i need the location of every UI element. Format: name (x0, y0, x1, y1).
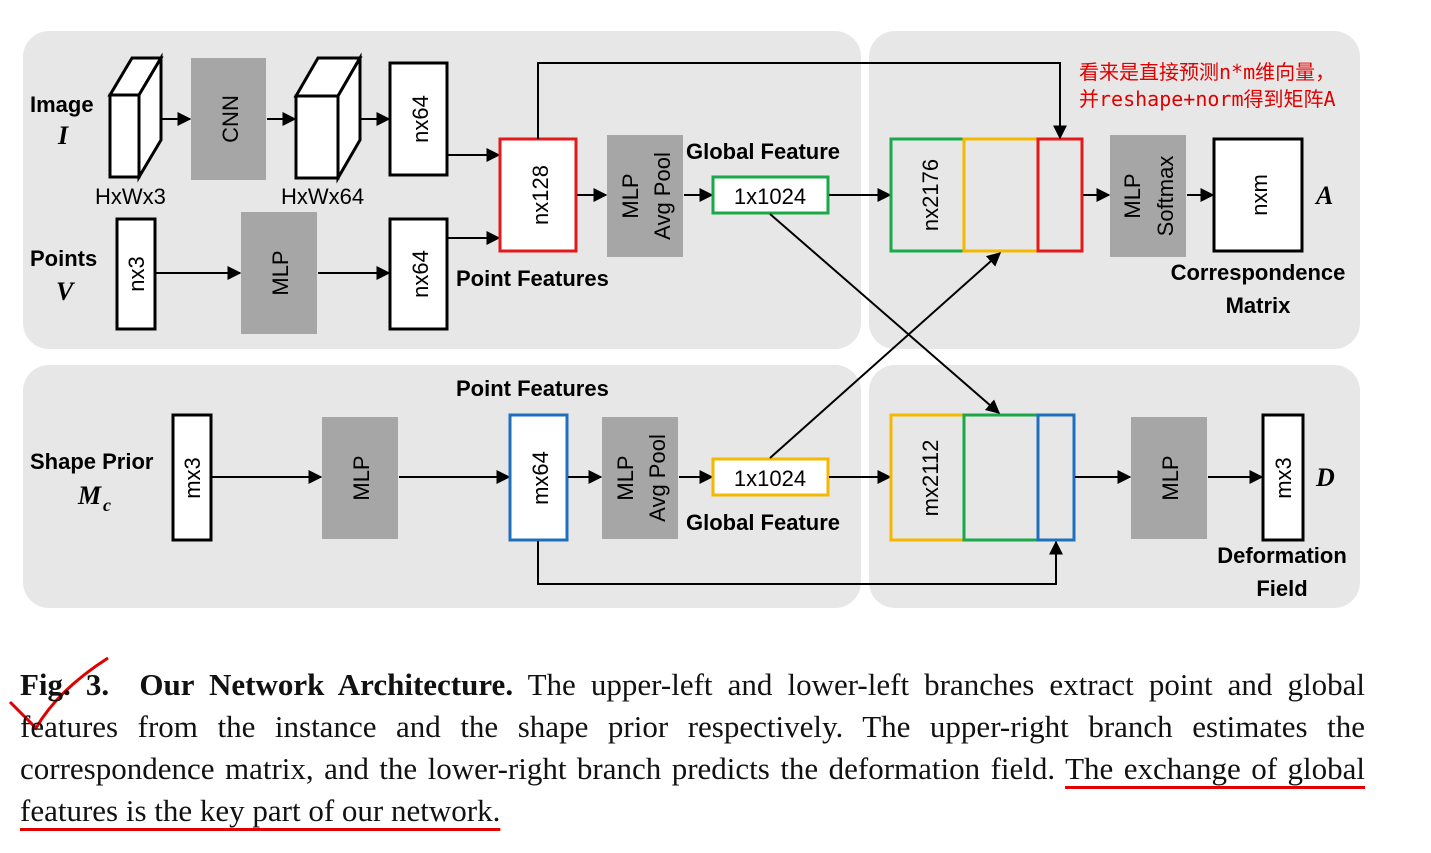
global-exchange-up-arrow (769, 252, 1002, 459)
checkmark-icon (8, 656, 109, 731)
global-feature-top-dim: 1x1024 (734, 184, 806, 209)
output-d-symbol: D (1315, 463, 1335, 492)
mx3-prior-label: mx3 (180, 457, 205, 499)
global-feature-bottom-label: Global Feature (686, 510, 840, 535)
points-input-label: Points (30, 246, 97, 271)
caption-fig-label: Fig. 3. (20, 667, 110, 702)
nx64-points-box (388, 217, 449, 331)
architecture-diagram: Image I HxWx3 CNN HxWx64 nx64 Points V n… (23, 31, 1360, 608)
nx2176-label: nx2176 (918, 159, 943, 231)
top-mlp-avgpool-module (607, 135, 683, 257)
mx3-output-box (1261, 413, 1305, 542)
bottom-mlp-avgpool-module (602, 417, 678, 539)
annotation-line2: 并reshape+norm得到矩阵A (1079, 87, 1336, 111)
nx3-points-label: nx3 (124, 256, 149, 291)
deformation-label-line2: Field (1256, 576, 1307, 601)
hxwx64-label: HxWx64 (281, 184, 364, 209)
hxwx3-label: HxWx3 (95, 184, 166, 209)
cnn-label: CNN (218, 95, 243, 143)
top-avgpool-label: Avg Pool (650, 152, 675, 240)
feature-map-3d (293, 52, 363, 184)
mx3-output-label: mx3 (1271, 457, 1296, 499)
prior-mlp-label: MLP (349, 455, 374, 500)
image-input-symbol: I (57, 121, 69, 150)
points-input-symbol: V (56, 277, 76, 306)
nx2176-red-segment (1036, 137, 1084, 253)
nx128-label: nx128 (528, 165, 553, 225)
mx3-prior-box (171, 413, 213, 542)
points-mlp-label: MLP (268, 250, 293, 295)
shape-prior-subscript: c (103, 495, 111, 515)
nx128-skip-connection (537, 62, 1067, 140)
figure-caption: Fig. 3. Our Network Architecture. The up… (20, 664, 1365, 832)
image-tensor-3d (107, 52, 164, 183)
mx64-skip-connection (537, 540, 1063, 585)
points-mlp-module (241, 212, 317, 334)
nx3-points-box (115, 217, 157, 331)
output-a-symbol: A (1314, 181, 1333, 210)
caption-body: The upper-left and lower-left branches e… (20, 667, 1366, 786)
mx64-blue-box (508, 413, 569, 542)
correspondence-label-line2: Matrix (1226, 293, 1292, 318)
global-feature-top-box (711, 175, 830, 215)
corr-mlp-label: MLP (1120, 173, 1145, 218)
global-feature-bottom-box (711, 457, 830, 497)
deformation-label-line1: Deformation (1217, 543, 1347, 568)
softmax-label: Softmax (1153, 156, 1178, 237)
mx2112-yellow-segment (889, 413, 966, 542)
mx2112-green-segment (962, 413, 1040, 542)
corr-mlp-softmax-module (1110, 135, 1186, 257)
point-features-bottom-label: Point Features (456, 376, 609, 401)
top-mlp-label: MLP (618, 173, 643, 218)
nx2176-yellow-segment (962, 137, 1040, 253)
prior-mlp-module (322, 417, 398, 539)
global-exchange-down-arrow (769, 213, 1001, 414)
deform-mlp-module (1131, 417, 1207, 539)
global-feature-bottom-dim: 1x1024 (734, 466, 806, 491)
caption-title: Our Network Architecture. (139, 667, 514, 702)
deform-mlp-label: MLP (1158, 455, 1183, 500)
nx128-red-box (498, 137, 578, 253)
nx64-image-box (388, 61, 449, 177)
mx2112-blue-segment (1036, 413, 1076, 542)
mx2112-label: mx2112 (918, 440, 943, 517)
shape-prior-symbol: M (77, 481, 102, 510)
nxm-label: nxm (1247, 174, 1272, 216)
image-input-label: Image (30, 92, 94, 117)
bottom-avgpool-label: Avg Pool (645, 434, 670, 522)
shape-prior-label: Shape Prior (30, 449, 154, 474)
point-features-top-label: Point Features (456, 266, 609, 291)
caption-highlight: The exchange of global features is the k… (20, 751, 1365, 828)
annotation-line1: 看来是直接预测n*m维向量， (1079, 60, 1335, 84)
bottom-mlp-label: MLP (613, 455, 638, 500)
nx64-image-label: nx64 (408, 95, 433, 143)
nxm-box (1212, 137, 1304, 253)
global-feature-top-label: Global Feature (686, 139, 840, 164)
correspondence-label-line1: Correspondence (1171, 260, 1346, 285)
cnn-module (191, 58, 266, 180)
mx64-label: mx64 (528, 451, 553, 505)
nx64-points-label: nx64 (408, 250, 433, 298)
